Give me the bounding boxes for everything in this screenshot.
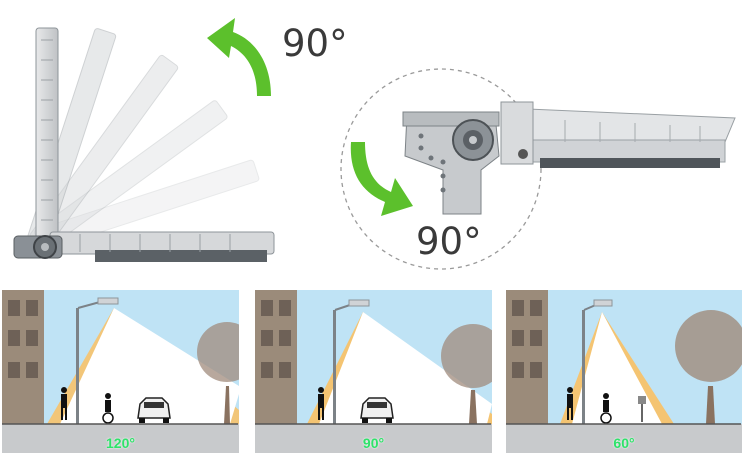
street-pole — [333, 310, 336, 424]
tree — [675, 310, 742, 424]
tilt-angle-label: 90° — [282, 22, 348, 65]
parking-meter — [638, 396, 646, 422]
street-pole — [76, 308, 79, 424]
building — [255, 290, 297, 424]
pivot-joint — [13, 235, 63, 259]
fixture-horizontal — [49, 231, 275, 262]
side-fixture-illustration — [395, 96, 744, 216]
beam-angle-label: 120° — [106, 435, 135, 451]
beam-panel-90: 90° — [255, 290, 492, 453]
pedestrian — [318, 387, 324, 420]
car — [360, 397, 394, 423]
tree — [197, 322, 239, 424]
fixture-vertical — [35, 27, 59, 239]
car — [137, 397, 171, 423]
pedestrian — [567, 387, 573, 420]
beam-angle-label: 90° — [362, 435, 385, 451]
rotate-angle-label: 90° — [416, 220, 482, 263]
pedestrian — [61, 387, 67, 420]
beam-angle-label: 60° — [613, 435, 635, 451]
mount-bracket — [402, 111, 500, 215]
building — [2, 290, 44, 424]
beam-panel-60: 60° — [506, 290, 742, 453]
rotate-arrow-icon — [345, 140, 417, 222]
luminaire — [348, 299, 370, 307]
tilt-arrow-icon — [205, 8, 285, 100]
cyclist — [600, 393, 612, 424]
building — [506, 290, 548, 424]
rotation-circle — [338, 66, 544, 272]
tilt-fan-illustration — [0, 0, 300, 270]
tree — [441, 324, 492, 424]
cyclist — [102, 393, 114, 424]
fixture-side-body — [500, 101, 736, 168]
beam-panel-120: 120° — [2, 290, 239, 453]
luminaire — [97, 297, 119, 305]
luminaire — [593, 299, 613, 307]
street-pole — [582, 310, 585, 424]
